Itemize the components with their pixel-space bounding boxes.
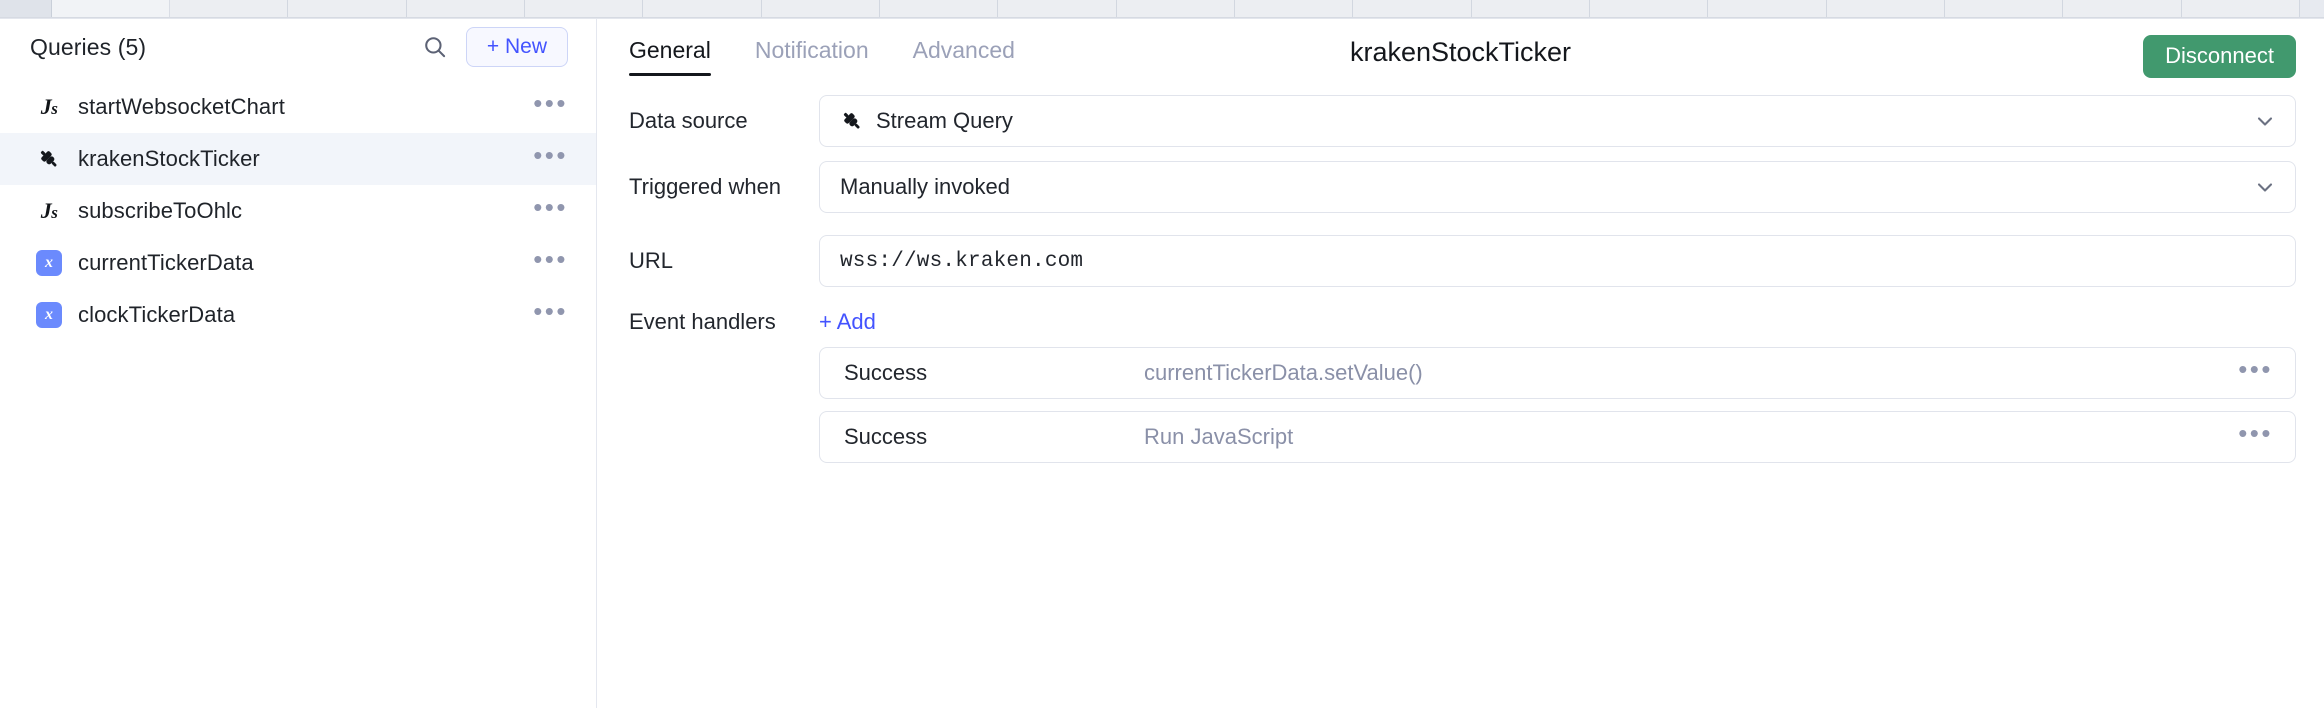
query-list-item[interactable]: x clockTickerData ••• bbox=[0, 289, 596, 341]
sheet-column-header-cell bbox=[288, 0, 407, 17]
triggered-when-label: Triggered when bbox=[629, 174, 782, 199]
event-handlers-header: Event handlers + Add bbox=[629, 309, 2296, 335]
sheet-column-header-cell bbox=[1708, 0, 1827, 17]
event-handler-action: currentTickerData.setValue() bbox=[1144, 360, 1423, 385]
data-source-value: Stream Query bbox=[876, 108, 1013, 133]
event-handler-menu-button[interactable]: ••• bbox=[2238, 418, 2273, 448]
tab-notification[interactable]: Notification bbox=[754, 37, 869, 63]
event-handlers-label: Event handlers bbox=[629, 309, 776, 334]
sheet-column-header-cell bbox=[1589, 0, 1709, 17]
event-handler-event: Success bbox=[844, 360, 928, 385]
sheet-column-header-cell bbox=[1116, 0, 1235, 17]
sheet-column-header-cell bbox=[2181, 0, 2300, 17]
form-row-triggered-when: Triggered when Manually invoked bbox=[629, 161, 2296, 213]
chevron-down-icon[interactable] bbox=[2253, 175, 2277, 199]
queries-count-title: Queries (5) bbox=[30, 33, 147, 60]
search-icon[interactable] bbox=[418, 30, 452, 64]
plug-icon bbox=[840, 109, 864, 133]
query-list-item-label: krakenStockTicker bbox=[78, 146, 260, 171]
sheet-column-header-cell bbox=[170, 0, 289, 17]
query-row-menu-button[interactable]: ••• bbox=[533, 192, 568, 222]
tab-advanced[interactable]: Advanced bbox=[912, 37, 1015, 63]
sheet-column-header-cell bbox=[761, 0, 880, 17]
sheet-column-header-cell bbox=[998, 0, 1117, 17]
event-handler-row: Success Run JavaScript ••• bbox=[629, 411, 2296, 463]
query-list-item-label: startWebsocketChart bbox=[78, 94, 285, 119]
x-icon: x bbox=[34, 248, 64, 278]
query-list-item-label: clockTickerData bbox=[78, 302, 236, 327]
sidebar-header: Queries (5) + New bbox=[0, 19, 596, 75]
event-handler-menu-button[interactable]: ••• bbox=[2238, 354, 2273, 384]
query-row-menu-button[interactable]: ••• bbox=[533, 140, 568, 170]
tab-general[interactable]: General bbox=[629, 37, 711, 76]
query-row-menu-button[interactable]: ••• bbox=[533, 296, 568, 326]
sheet-corner-cell bbox=[0, 0, 52, 17]
triggered-when-select[interactable]: Manually invoked bbox=[819, 161, 2296, 213]
plug-icon bbox=[34, 144, 64, 174]
disconnect-button[interactable]: Disconnect bbox=[2143, 35, 2296, 78]
data-source-label: Data source bbox=[629, 108, 748, 133]
query-row-menu-button[interactable]: ••• bbox=[533, 88, 568, 118]
sheet-tail-cap bbox=[2300, 0, 2324, 17]
query-form: Data source Stream Query bbox=[597, 81, 2324, 463]
query-list-item[interactable]: x currentTickerData ••• bbox=[0, 237, 596, 289]
sheet-column-header-cell bbox=[406, 0, 525, 17]
data-source-select[interactable]: Stream Query bbox=[819, 95, 2296, 147]
chevron-down-icon[interactable] bbox=[2253, 109, 2277, 133]
queries-sidebar: Queries (5) + New Js startWebsocketChart •… bbox=[0, 19, 597, 708]
query-list-item[interactable]: Js subscribeToOhlc ••• bbox=[0, 185, 596, 237]
event-handler-card[interactable]: Success Run JavaScript ••• bbox=[819, 411, 2296, 463]
query-list-item[interactable]: krakenStockTicker ••• bbox=[0, 133, 596, 185]
sheet-column-header-cell bbox=[1944, 0, 2064, 17]
sheet-column-header-cell bbox=[1353, 0, 1472, 17]
query-editor-panel: Queries (5) + New Js startWebsocketChart •… bbox=[0, 18, 2324, 708]
tab-bar: General Notification Advanced bbox=[629, 37, 1059, 76]
sheet-column-header-cell bbox=[2063, 0, 2182, 17]
background-spreadsheet-strip bbox=[0, 0, 2324, 18]
url-input[interactable]: wss://ws.kraken.com bbox=[819, 235, 2296, 287]
sheet-column-header-cell bbox=[524, 0, 644, 17]
sheet-column-header-cell bbox=[1471, 0, 1590, 17]
new-query-button[interactable]: + New bbox=[465, 27, 568, 67]
js-icon: Js bbox=[40, 198, 58, 223]
sheet-column-header-cell bbox=[643, 0, 762, 17]
sheet-column-header-cell bbox=[1234, 0, 1354, 17]
url-value: wss://ws.kraken.com bbox=[840, 249, 1084, 273]
query-list-item[interactable]: Js startWebsocketChart ••• bbox=[0, 81, 596, 133]
sheet-column-header-cell bbox=[879, 0, 999, 17]
sheet-column-headers bbox=[170, 0, 2300, 17]
event-handler-event: Success bbox=[844, 424, 928, 449]
triggered-when-value: Manually invoked bbox=[840, 174, 1010, 199]
sheet-gutter-cell bbox=[52, 0, 170, 17]
add-event-handler-button[interactable]: + Add bbox=[819, 309, 876, 334]
query-list-item-label: currentTickerData bbox=[78, 250, 254, 275]
event-handler-action: Run JavaScript bbox=[1144, 424, 1294, 449]
js-icon: Js bbox=[40, 94, 58, 119]
x-icon: x bbox=[34, 300, 64, 330]
sheet-column-header-cell bbox=[1826, 0, 1945, 17]
event-handler-card[interactable]: Success currentTickerData.setValue() ••• bbox=[819, 347, 2296, 399]
query-list-item-label: subscribeToOhlc bbox=[78, 198, 243, 223]
event-handler-row: Success currentTickerData.setValue() ••• bbox=[629, 347, 2296, 399]
url-label: URL bbox=[629, 248, 674, 273]
form-row-url: URL wss://ws.kraken.com bbox=[629, 235, 2296, 287]
form-row-data-source: Data source Stream Query bbox=[629, 95, 2296, 147]
query-row-menu-button[interactable]: ••• bbox=[533, 244, 568, 274]
